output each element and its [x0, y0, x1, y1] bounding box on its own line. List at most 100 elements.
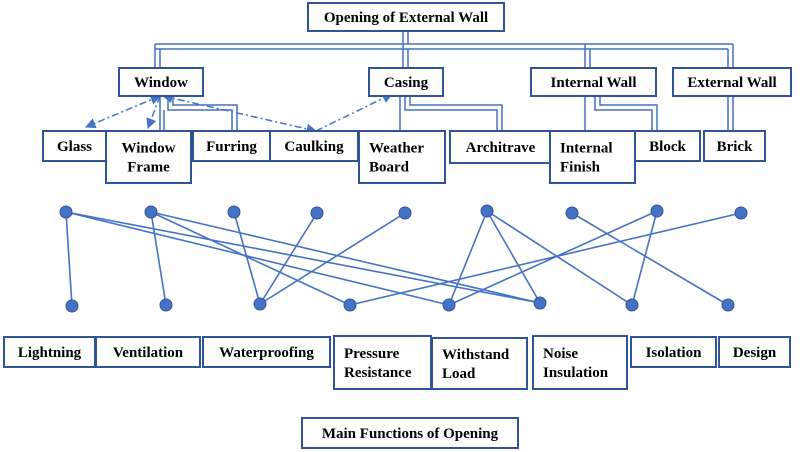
arrow-window-caulking	[161, 92, 318, 135]
function-label: Load	[442, 366, 476, 382]
edge-1-3	[150, 211, 351, 306]
category-window: Window	[118, 67, 204, 97]
footer-label: Main Functions of Opening	[322, 426, 499, 442]
category-box	[118, 67, 204, 97]
category-label: Casing	[384, 75, 429, 91]
component-architrave: Architrave	[449, 130, 552, 164]
function-node-6	[625, 298, 639, 312]
function-waterproofing: Waterproofing	[202, 336, 331, 368]
component-node-5	[480, 204, 494, 218]
function-label: Resistance	[344, 365, 412, 381]
function-node-4	[442, 298, 456, 312]
component-label: Board	[369, 160, 410, 176]
function-label: Lightning	[18, 345, 82, 361]
function-label: Withstand	[442, 347, 510, 363]
edge-0-0	[65, 211, 73, 307]
component-node-6	[565, 206, 579, 220]
function-box	[718, 336, 791, 368]
component-box	[105, 130, 192, 184]
component-glass: Glass	[42, 130, 107, 162]
component-brick: Brick	[703, 130, 766, 162]
category-box	[530, 67, 657, 97]
component-label: Caulking	[284, 139, 344, 155]
function-node-3	[343, 298, 357, 312]
arrow-window-frame	[146, 95, 161, 129]
function-label: Pressure	[344, 346, 400, 362]
function-isolation: Isolation	[630, 336, 717, 368]
component-box	[358, 130, 446, 184]
component-label: Weather	[369, 141, 424, 157]
component-node-4	[398, 206, 412, 220]
component-block: Block	[634, 130, 701, 162]
function-ventilation: Ventilation	[95, 336, 201, 368]
function-node-7	[721, 298, 735, 312]
component-label: Furring	[206, 139, 257, 155]
component-label: Internal	[560, 141, 613, 157]
function-label: Ventilation	[113, 345, 184, 361]
function-node-5	[533, 296, 547, 310]
category-label: External Wall	[687, 75, 776, 91]
category-casing: Casing	[368, 67, 444, 97]
edge-1-1	[150, 211, 167, 306]
edge-2-2	[233, 211, 261, 305]
edge-8-3	[349, 212, 742, 306]
component-box	[549, 130, 636, 184]
component-node-0	[59, 205, 73, 219]
edge-1-5	[150, 211, 541, 304]
arrow-window-glass	[85, 94, 161, 129]
component-label: Block	[649, 139, 686, 155]
function-edges	[65, 210, 742, 307]
function-nodes	[59, 204, 748, 313]
edge-5-6	[486, 210, 633, 306]
component-label: Glass	[57, 139, 92, 155]
component-caulking: Caulking	[269, 130, 359, 162]
edge-0-4	[65, 211, 450, 306]
component-box	[449, 130, 552, 164]
function-design: Design	[718, 336, 791, 368]
function-node-1	[159, 298, 173, 312]
edge-5-5	[486, 210, 541, 304]
category-internal-wall: Internal Wall	[530, 67, 657, 97]
component-label: Architrave	[466, 140, 536, 156]
footer-box	[301, 417, 519, 449]
category-external-wall: External Wall	[672, 67, 792, 97]
component-node-1	[144, 205, 158, 219]
component-box	[192, 130, 271, 162]
component-box	[703, 130, 766, 162]
function-label: Insulation	[543, 365, 609, 381]
arrow-caulking-casing	[315, 93, 393, 132]
function-box	[431, 337, 528, 390]
category-label: Window	[134, 75, 188, 91]
component-node-7	[650, 204, 664, 218]
component-node-8	[734, 206, 748, 220]
category-label: Internal Wall	[551, 75, 637, 91]
edge-7-6	[631, 210, 658, 306]
component-node-2	[227, 205, 241, 219]
relation-arrows	[85, 92, 393, 135]
function-label: Waterproofing	[219, 345, 314, 361]
function-box	[202, 336, 331, 368]
function-label: Design	[733, 345, 777, 361]
edge-0-5	[65, 211, 541, 304]
component-furring: Furring	[192, 130, 271, 162]
edge-5-4	[448, 210, 488, 306]
function-box	[333, 335, 432, 390]
function-label: Isolation	[646, 345, 703, 361]
function-box	[630, 336, 717, 368]
edge-6-7	[571, 212, 729, 306]
root-label: Opening of External Wall	[324, 10, 488, 26]
component-node-3	[310, 206, 324, 220]
function-node-0	[65, 299, 79, 313]
function-box	[95, 336, 201, 368]
category-box	[672, 67, 792, 97]
function-box	[532, 335, 628, 390]
function-label: Noise	[543, 346, 578, 362]
